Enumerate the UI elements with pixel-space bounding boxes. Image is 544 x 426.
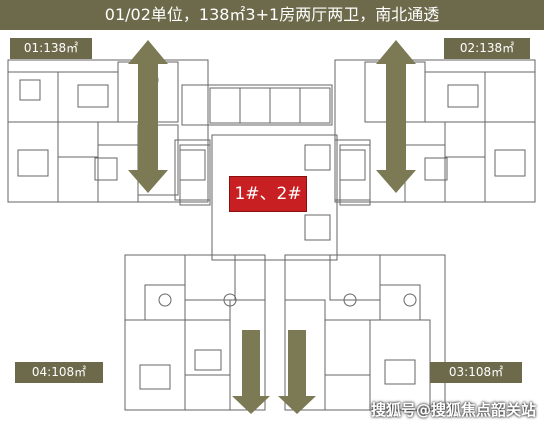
unit-02-label: 02:138㎡ bbox=[444, 38, 530, 59]
airflow-arrow-02 bbox=[376, 40, 416, 193]
core-label: 1#、2# bbox=[229, 176, 307, 212]
watermark: 搜狐号@搜狐焦点韶关站 bbox=[370, 401, 536, 419]
airflow-arrow-01 bbox=[128, 40, 168, 193]
unit-03-label: 03:108㎡ bbox=[430, 362, 522, 383]
airflow-arrow-04 bbox=[232, 330, 270, 414]
unit-01-label: 01:138㎡ bbox=[10, 38, 92, 59]
unit-04-label: 04:108㎡ bbox=[15, 362, 103, 383]
airflow-arrow-03 bbox=[278, 330, 316, 414]
unit-03-outline bbox=[284, 254, 446, 411]
page-title: 01/02单位，138㎡3+1房两厅两卫，南北通透 bbox=[0, 0, 544, 30]
